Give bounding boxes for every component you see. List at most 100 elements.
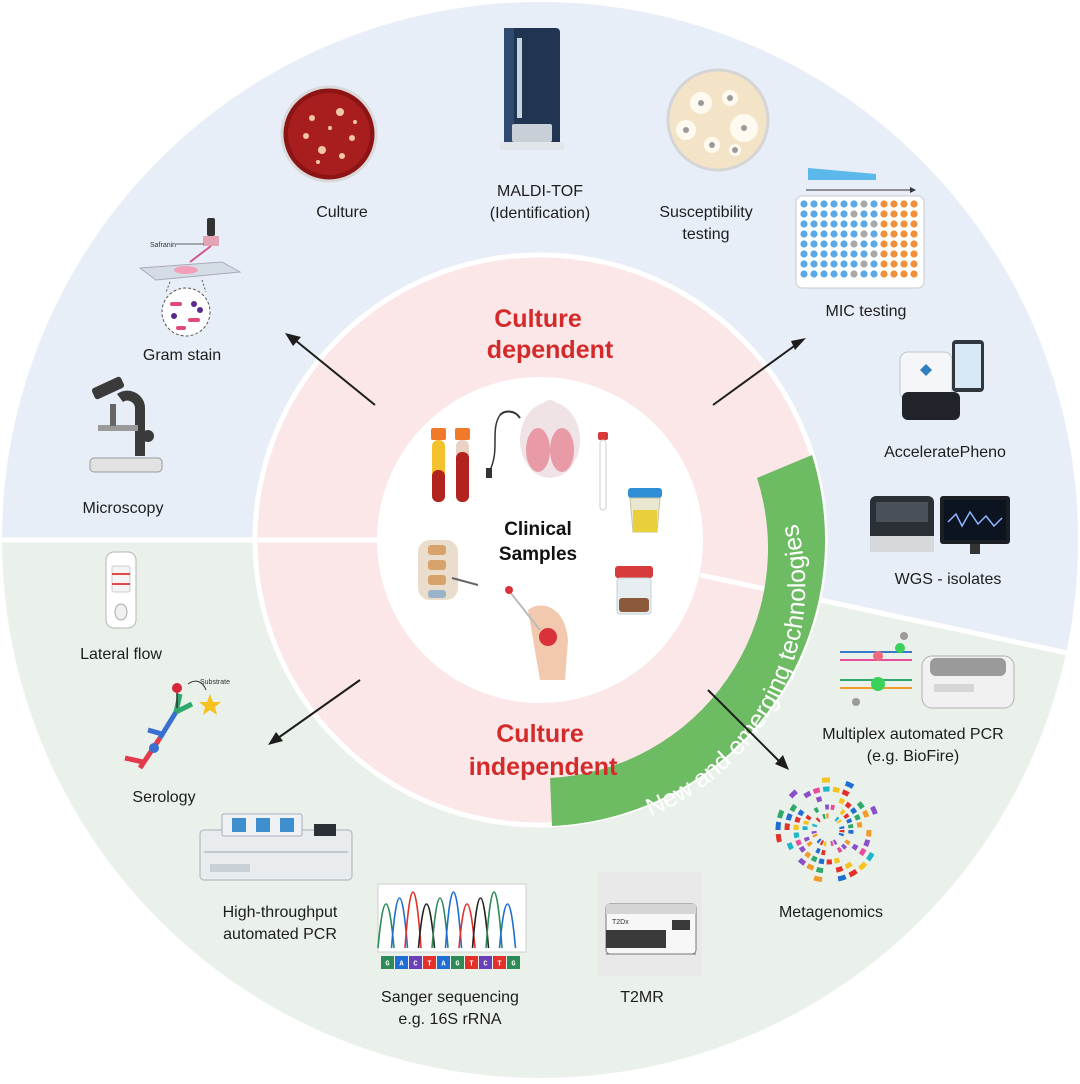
mic-well xyxy=(890,260,898,268)
circos-segment xyxy=(848,869,858,878)
sequence-base-letter: T xyxy=(469,961,473,969)
sequence-base-letter: T xyxy=(427,961,431,969)
circos-segment xyxy=(784,823,790,831)
mic-well xyxy=(880,240,888,248)
mic-well xyxy=(900,270,908,278)
mic-well xyxy=(910,230,918,238)
arrow-head-serology xyxy=(268,732,283,745)
mic-well xyxy=(800,230,808,238)
mic-well xyxy=(910,220,918,228)
mic-well xyxy=(870,250,878,258)
gram-stain-icon xyxy=(138,218,242,337)
outer-divider-right xyxy=(819,597,1078,663)
mic-well xyxy=(860,220,868,228)
lateral-flow-icon xyxy=(105,551,137,629)
mic-well xyxy=(880,250,888,258)
circos-segment xyxy=(811,823,818,828)
circos-segment xyxy=(785,813,793,821)
mic-well xyxy=(880,230,888,238)
circos-segment xyxy=(834,816,840,822)
arrow-multiplex xyxy=(707,689,781,763)
mic-well xyxy=(890,210,898,218)
chromatogram-peak xyxy=(377,903,395,949)
mic-well xyxy=(830,200,838,208)
mic-well xyxy=(900,260,908,268)
mic-well xyxy=(840,240,848,248)
mic-well xyxy=(840,250,848,258)
circos-segment xyxy=(846,818,853,824)
circos-segment xyxy=(803,820,810,826)
chromatogram-peak xyxy=(390,897,409,949)
circos-segment xyxy=(854,813,861,821)
mic-well xyxy=(890,240,898,248)
mic-well xyxy=(890,230,898,238)
mic-well xyxy=(830,270,838,278)
circos-segment xyxy=(815,796,823,803)
mic-well xyxy=(820,220,828,228)
mic-well xyxy=(850,270,858,278)
mic-well xyxy=(870,230,878,238)
circos-segment xyxy=(843,813,850,820)
mic-well xyxy=(910,200,918,208)
sequence-base-box xyxy=(451,956,464,969)
circos-segment xyxy=(832,786,841,794)
circos-segment xyxy=(816,838,822,844)
mic-well xyxy=(900,250,908,258)
metagenomics-circos-icon xyxy=(775,777,878,883)
circos-segment xyxy=(786,842,794,851)
sequence-base-box xyxy=(395,956,408,969)
circos-segment xyxy=(794,816,801,823)
safranin-label: Safranin xyxy=(150,242,176,249)
circos-segment xyxy=(835,865,844,873)
circos-segment xyxy=(815,866,824,874)
mic-well xyxy=(820,270,828,278)
wgs-isolates-label: WGS - isolates xyxy=(895,571,1002,588)
substrate-label: Substrate xyxy=(200,679,230,686)
swab-tube-icon xyxy=(598,432,608,511)
circos-segment xyxy=(870,805,878,815)
mic-well xyxy=(820,260,828,268)
circos-segment xyxy=(810,855,818,863)
arrows xyxy=(268,333,806,770)
mic-well xyxy=(820,240,828,248)
mic-well xyxy=(810,200,818,208)
mic-well xyxy=(800,210,808,218)
stool-container-icon xyxy=(615,566,653,615)
circos-segment xyxy=(806,863,815,871)
mic-well xyxy=(900,230,908,238)
mic-plate-icon xyxy=(795,168,925,289)
circos-segment xyxy=(840,843,848,850)
circos-segment xyxy=(803,790,812,799)
sanger-label-line1: Sanger sequencing xyxy=(381,989,519,1006)
culture-independent-heading-line1: Culture xyxy=(496,720,584,748)
accelerate-pheno-label: AcceleratePheno xyxy=(884,444,1006,461)
circos-segment xyxy=(844,801,852,809)
circos-segment xyxy=(838,797,846,805)
circos-segment xyxy=(797,857,807,866)
mic-well xyxy=(840,270,848,278)
sequence-base-box xyxy=(423,956,436,969)
antibody-serology-icon xyxy=(124,680,221,770)
sequence-base-letter: G xyxy=(455,961,459,969)
arrow-head-gram xyxy=(285,333,301,346)
mic-well xyxy=(860,250,868,258)
circos-segment xyxy=(789,803,798,813)
high-throughput-pcr-icon xyxy=(199,813,353,881)
clinical-samples-line1: Clinical xyxy=(504,519,572,540)
arrow-mic xyxy=(712,343,798,406)
mic-well xyxy=(850,230,858,238)
accelerate-pheno-icon xyxy=(899,340,984,420)
mic-well xyxy=(810,210,818,218)
mic-well xyxy=(830,240,838,248)
mic-well xyxy=(900,220,908,228)
mic-well xyxy=(840,220,848,228)
chromatogram-peak xyxy=(417,903,436,949)
sequence-base-box xyxy=(409,956,422,969)
mic-well xyxy=(880,270,888,278)
mic-well xyxy=(850,260,858,268)
mic-well xyxy=(830,260,838,268)
mic-well xyxy=(850,250,858,258)
